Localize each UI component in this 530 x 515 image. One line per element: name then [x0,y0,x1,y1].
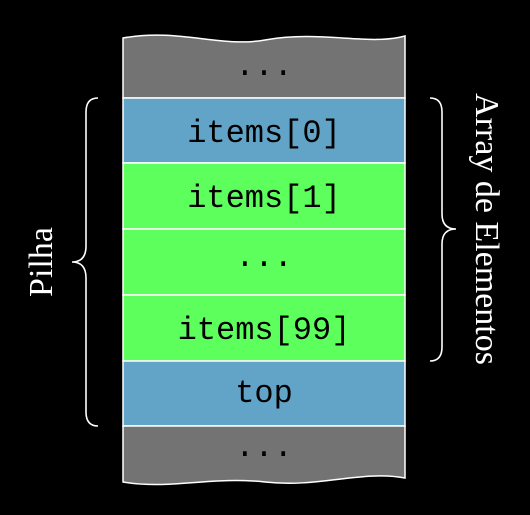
left-brace-label: Pilha [23,227,60,297]
cell-label-items-99: items[99] [178,312,351,349]
memory-cell-items-0 [122,97,406,164]
cell-label-top: top [235,375,293,412]
memory-cell-ellipsis-bottom [122,425,406,486]
cell-label-items-1: items[1] [187,180,341,217]
memory-cell-ellipsis-top [122,34,406,99]
right-brace-label: Array de Elementos [468,93,505,365]
cell-label-ellipsis-bottom: ... [235,429,293,466]
right-curly-brace [429,97,457,362]
cell-label-items-0: items[0] [187,115,341,152]
left-curly-brace [71,97,99,427]
memory-cell-items-99 [122,294,406,362]
memory-cell-ellipsis-middle [122,228,406,296]
cell-label-ellipsis-middle: ... [235,239,293,276]
memory-cell-top [122,360,406,427]
cell-label-ellipsis-top: ... [235,48,293,85]
